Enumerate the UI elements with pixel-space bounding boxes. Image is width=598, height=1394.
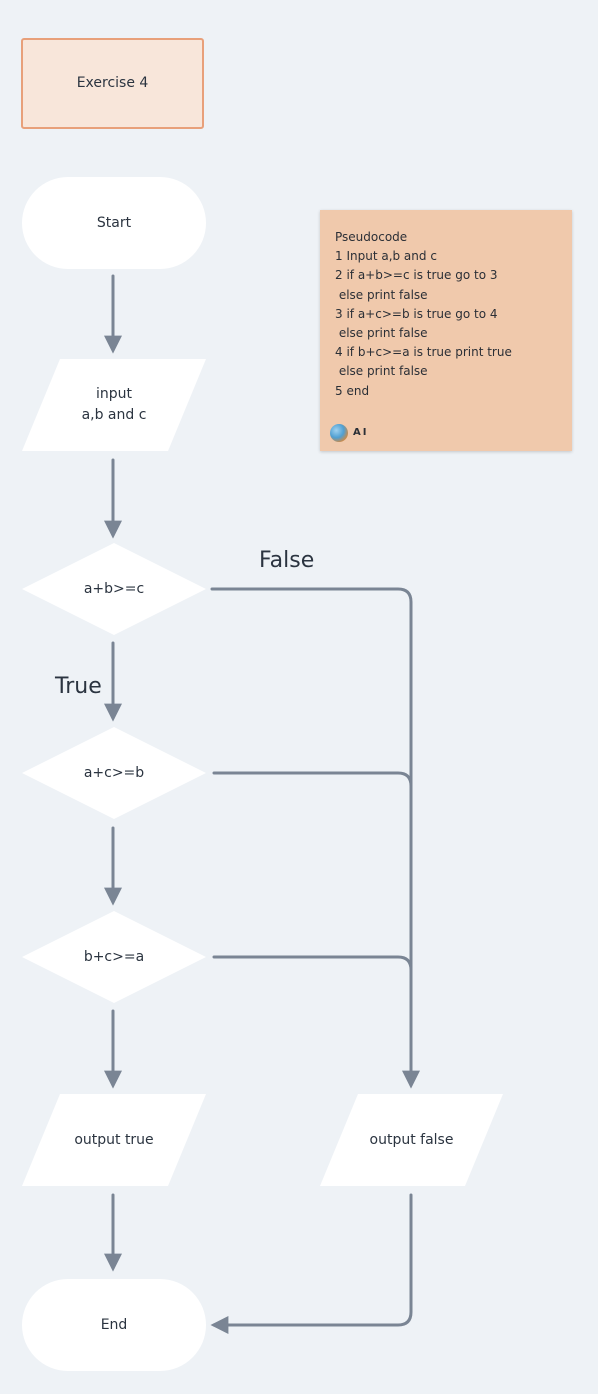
decision-node-2: a+c>=b — [22, 727, 206, 819]
diamond-shape — [22, 543, 206, 635]
edge-label-false: False — [259, 548, 315, 573]
edge-cond1-false — [210, 587, 420, 1089]
note-author: AI — [330, 423, 368, 442]
note-line: else print false — [335, 364, 428, 379]
diamond-shape — [22, 911, 206, 1003]
pseudocode-note[interactable]: Pseudocode 1 Input a,b and c 2 if a+b>=c… — [320, 210, 572, 451]
parallelogram-shape — [22, 359, 206, 451]
note-line: 2 if a+b>=c is true go to 3 — [335, 268, 498, 283]
output-true-node: output true — [22, 1094, 206, 1186]
edge-label-true: True — [55, 674, 102, 699]
edge-cond2-false — [212, 771, 413, 788]
note-line: else print false — [335, 326, 428, 341]
input-node: input a,b and c — [22, 359, 206, 451]
note-line: 1 Input a,b and c — [335, 249, 437, 264]
edge-output-false-to-end — [210, 1193, 413, 1334]
globe-avatar-icon — [330, 423, 348, 442]
end-node: End — [22, 1279, 206, 1371]
edge-cond3-false — [212, 955, 413, 972]
parallelogram-shape — [22, 1094, 206, 1186]
decision-node-3: b+c>=a — [22, 911, 206, 1003]
note-line: 4 if b+c>=a is true print true — [335, 345, 512, 360]
note-line: Pseudocode — [335, 230, 408, 244]
start-node: Start — [22, 177, 206, 269]
note-line: 3 if a+c>=b is true go to 4 — [335, 306, 498, 321]
note-line: 5 end — [335, 383, 370, 398]
decision-node-1: a+b>=c — [22, 543, 206, 635]
parallelogram-shape — [320, 1094, 503, 1186]
output-false-node: output false — [320, 1094, 503, 1186]
note-line: else print false — [335, 287, 428, 302]
diamond-shape — [22, 727, 206, 819]
diagram-title: Exercise 4 — [21, 38, 204, 129]
